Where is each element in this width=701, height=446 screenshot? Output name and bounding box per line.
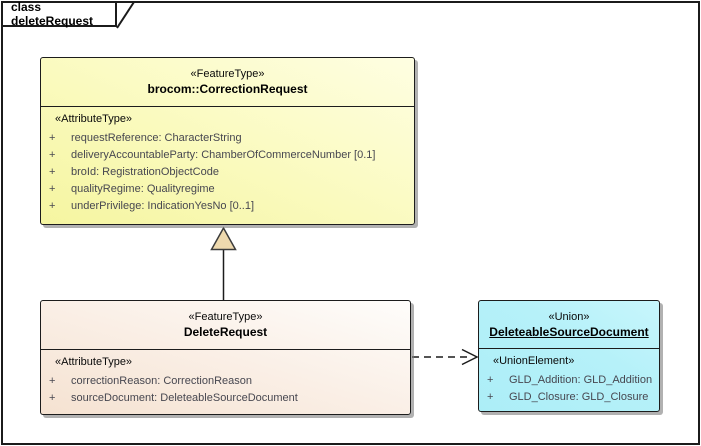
visibility-marker: + [487,391,494,403]
attribute-row: + underPrivilege: IndicationYesNo [0..1] [49,198,410,215]
visibility-marker: + [49,392,56,404]
attribute-text: broId: RegistrationObjectCode [71,166,219,178]
class-header: «Union» DeleteableSourceDocument [479,301,659,349]
attribute-row: + sourceDocument: DeleteableSourceDocume… [49,390,406,407]
visibility-marker: + [49,149,56,161]
class-box-deleteable-source-document[interactable]: «Union» DeleteableSourceDocument «UnionE… [478,300,660,412]
attribute-row: + GLD_Addition: GLD_Addition [487,372,655,389]
attribute-text: requestReference: CharacterString [71,132,242,144]
attribute-text: qualityRegime: Qualityregime [71,183,215,195]
class-stereotype: «Union» [548,310,590,323]
attributes-compartment: «AttributeType» + requestReference: Char… [41,107,414,215]
visibility-marker: + [49,200,56,212]
class-stereotype: «FeatureType» [190,68,265,80]
attribute-section-stereotype: «UnionElement» [493,355,575,367]
diagram-title: class deleteRequest [11,0,94,28]
attribute-row: + deliveryAccountableParty: ChamberOfCom… [49,147,410,164]
attribute-text: sourceDocument: DeleteableSourceDocument [71,392,298,404]
attribute-section-stereotype: «AttributeType» [55,113,133,125]
attributes-compartment: «AttributeType» + correctionReason: Corr… [41,350,410,407]
attribute-text: underPrivilege: IndicationYesNo [0..1] [71,200,255,212]
attribute-row: + requestReference: CharacterString [49,130,410,147]
attribute-row: + GLD_Closure: GLD_Closure [487,389,655,406]
class-stereotype: «FeatureType» [188,311,263,323]
attribute-text: correctionReason: CorrectionReason [71,375,252,387]
class-box-delete-request[interactable]: «FeatureType» DeleteRequest «AttributeTy… [40,300,411,415]
attribute-section-stereotype: «AttributeType» [55,356,133,368]
visibility-marker: + [49,183,56,195]
attribute-text: deliveryAccountableParty: ChamberOfComme… [71,149,376,161]
class-name: brocom::CorrectionRequest [147,82,308,96]
class-name: DeleteableSourceDocument [489,324,649,339]
class-box-brocom-correction-request[interactable]: «FeatureType» brocom::CorrectionRequest … [40,57,415,225]
visibility-marker: + [49,166,56,178]
attribute-row: + correctionReason: CorrectionReason [49,373,406,390]
attribute-row: + qualityRegime: Qualityregime [49,181,410,198]
attribute-row: + broId: RegistrationObjectCode [49,164,410,181]
visibility-marker: + [49,375,56,387]
attribute-text: GLD_Closure: GLD_Closure [509,391,649,403]
visibility-marker: + [49,132,56,144]
diagram-frame-tab: class deleteRequest [1,0,117,28]
attribute-text: GLD_Addition: GLD_Addition [509,374,653,386]
class-name: DeleteRequest [183,325,268,339]
attributes-compartment: «UnionElement» + GLD_Addition: GLD_Addit… [479,349,659,406]
visibility-marker: + [487,374,494,386]
class-header: «FeatureType» DeleteRequest [41,301,410,350]
class-header: «FeatureType» brocom::CorrectionRequest [41,58,414,107]
